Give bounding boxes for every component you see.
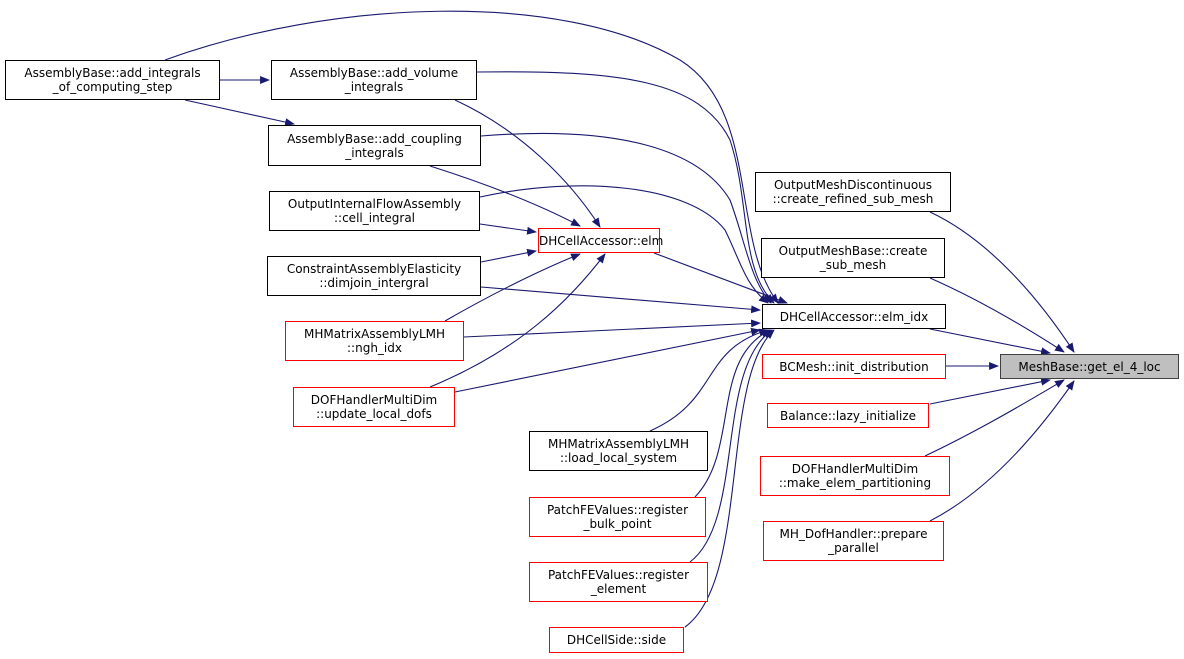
node-label-line: ::create_refined_sub_mesh <box>772 192 934 206</box>
node-label-line: _sub_mesh <box>819 258 887 272</box>
call-edge-n6-to-n9 <box>463 319 761 338</box>
caller-node[interactable]: DOFHandlerMultiDim::update_local_dofs <box>293 387 455 427</box>
caller-node[interactable]: ConstraintAssemblyElasticity::dimjoin_in… <box>267 256 481 296</box>
node-label-line: ConstraintAssemblyElasticity <box>286 262 462 276</box>
caller-node[interactable]: OutputMeshBase::create_sub_mesh <box>761 238 945 278</box>
call-edge-n5-to-n8 <box>480 248 537 263</box>
node-label-line: MeshBase::get_el_4_loc <box>1018 359 1161 374</box>
caller-node[interactable]: DHCellAccessor::elm <box>538 228 664 253</box>
node-label-line: ::make_elem_partitioning <box>778 476 932 490</box>
node-label-line: ::cell_integral <box>334 211 415 225</box>
caller-node[interactable]: OutputInternalFlowAssembly::cell_integra… <box>269 191 480 231</box>
call-edge-n10-to-n9 <box>649 328 769 432</box>
node-label-line: ::load_local_system <box>559 451 678 465</box>
caller-node[interactable]: PatchFEValues::register_bulk_point <box>529 497 706 537</box>
call-edge-n17-to-n20 <box>929 377 1051 405</box>
call-edge-n7-to-n9 <box>454 327 761 393</box>
caller-node[interactable]: DOFHandlerMultiDim::make_elem_partitioni… <box>760 456 950 496</box>
node-label-line: _bulk_point <box>583 517 652 531</box>
call-edge-n5-to-n9 <box>480 286 761 314</box>
call-edge-n1-to-n3 <box>184 99 295 126</box>
node-label-line: OutputMeshBase::create <box>778 244 928 258</box>
caller-node[interactable]: MH_DofHandler::prepare_parallel <box>763 521 944 561</box>
node-label-line: PatchFEValues::register <box>546 503 688 517</box>
call-edge-n12-to-n9 <box>689 329 773 563</box>
call-edge-n9-to-n20 <box>929 328 1051 356</box>
call-edge-n18-to-n20 <box>924 379 1065 457</box>
call-edge-n19-to-n20 <box>929 380 1075 522</box>
caller-node[interactable]: AssemblyBase::add_coupling_integrals <box>268 125 481 166</box>
caller-node[interactable]: PatchFEValues::register_element <box>529 562 708 602</box>
call-edge-n15-to-n20 <box>929 277 1065 353</box>
node-label-line: _integrals <box>344 80 404 94</box>
node-label-line: MHMatrixAssemblyLMH <box>547 437 690 451</box>
call-edge-n4-to-n8 <box>479 223 537 235</box>
call-edge-n3-to-n9 <box>480 132 772 304</box>
node-label-line: DHCellAccessor::elm_idx <box>779 309 929 324</box>
call-edge-n1-to-n9 <box>164 10 779 304</box>
call-edge-n2-to-n9 <box>476 71 775 304</box>
node-label-line: ::dimjoin_intergral <box>319 276 429 290</box>
node-label-line: OutputMeshDiscontinuous <box>773 178 933 192</box>
caller-node[interactable]: AssemblyBase::add_integrals_of_computing… <box>5 60 220 100</box>
caller-node[interactable]: BCMesh::init_distribution <box>762 354 946 379</box>
node-label-line: AssemblyBase::add_volume <box>289 66 459 80</box>
call-edge-n2-to-n8 <box>454 99 601 228</box>
caller-node[interactable]: DHCellSide::side <box>549 627 684 653</box>
node-label-line: AssemblyBase::add_coupling <box>287 131 462 146</box>
node-label-line: _of_computing_step <box>52 80 173 94</box>
caller-node[interactable]: Balance::lazy_initialize <box>767 403 929 428</box>
node-label-line: MHMatrixAssemblyLMH <box>303 327 446 341</box>
caller-node[interactable]: MHMatrixAssemblyLMH::load_local_system <box>529 431 708 471</box>
root-function-node: MeshBase::get_el_4_loc <box>1000 354 1179 379</box>
call-edge-n11-to-n9 <box>694 329 771 498</box>
caller-node[interactable]: AssemblyBase::add_volume_integrals <box>271 60 477 100</box>
node-label-line: DOFHandlerMultiDim <box>310 393 438 407</box>
node-label-line: _element <box>590 582 647 596</box>
caller-node[interactable]: MHMatrixAssemblyLMH::ngh_idx <box>285 321 464 361</box>
node-label-line: ::update_local_dofs <box>316 407 432 421</box>
node-label-line: Balance::lazy_initialize <box>779 408 917 423</box>
node-label-line: BCMesh::init_distribution <box>779 359 929 374</box>
caller-node[interactable]: OutputMeshDiscontinuous::create_refined_… <box>755 172 951 212</box>
call-edge-n4-to-n9 <box>479 185 769 304</box>
call-edge-n14-to-n20 <box>929 211 1075 353</box>
node-label-line: DOFHandlerMultiDim <box>791 462 919 476</box>
node-label-line: DHCellSide::side <box>566 633 667 647</box>
node-label-line: OutputInternalFlowAssembly <box>287 197 462 211</box>
node-label-line: _parallel <box>828 541 879 555</box>
node-label-line: PatchFEValues::register <box>547 568 689 582</box>
call-edge-n6-to-n8 <box>444 253 581 322</box>
node-label-line: DHCellAccessor::elm <box>539 233 664 248</box>
call-edge-n7-to-n8 <box>429 253 606 388</box>
call-edge-n3-to-n8 <box>429 165 581 227</box>
node-label-line: _integrals <box>345 145 404 160</box>
node-label-line: MH_DofHandler::prepare <box>779 527 928 541</box>
caller-node[interactable]: DHCellAccessor::elm_idx <box>762 304 946 329</box>
node-label-line: ::ngh_idx <box>347 341 402 355</box>
node-label-line: AssemblyBase::add_integrals <box>24 66 201 80</box>
